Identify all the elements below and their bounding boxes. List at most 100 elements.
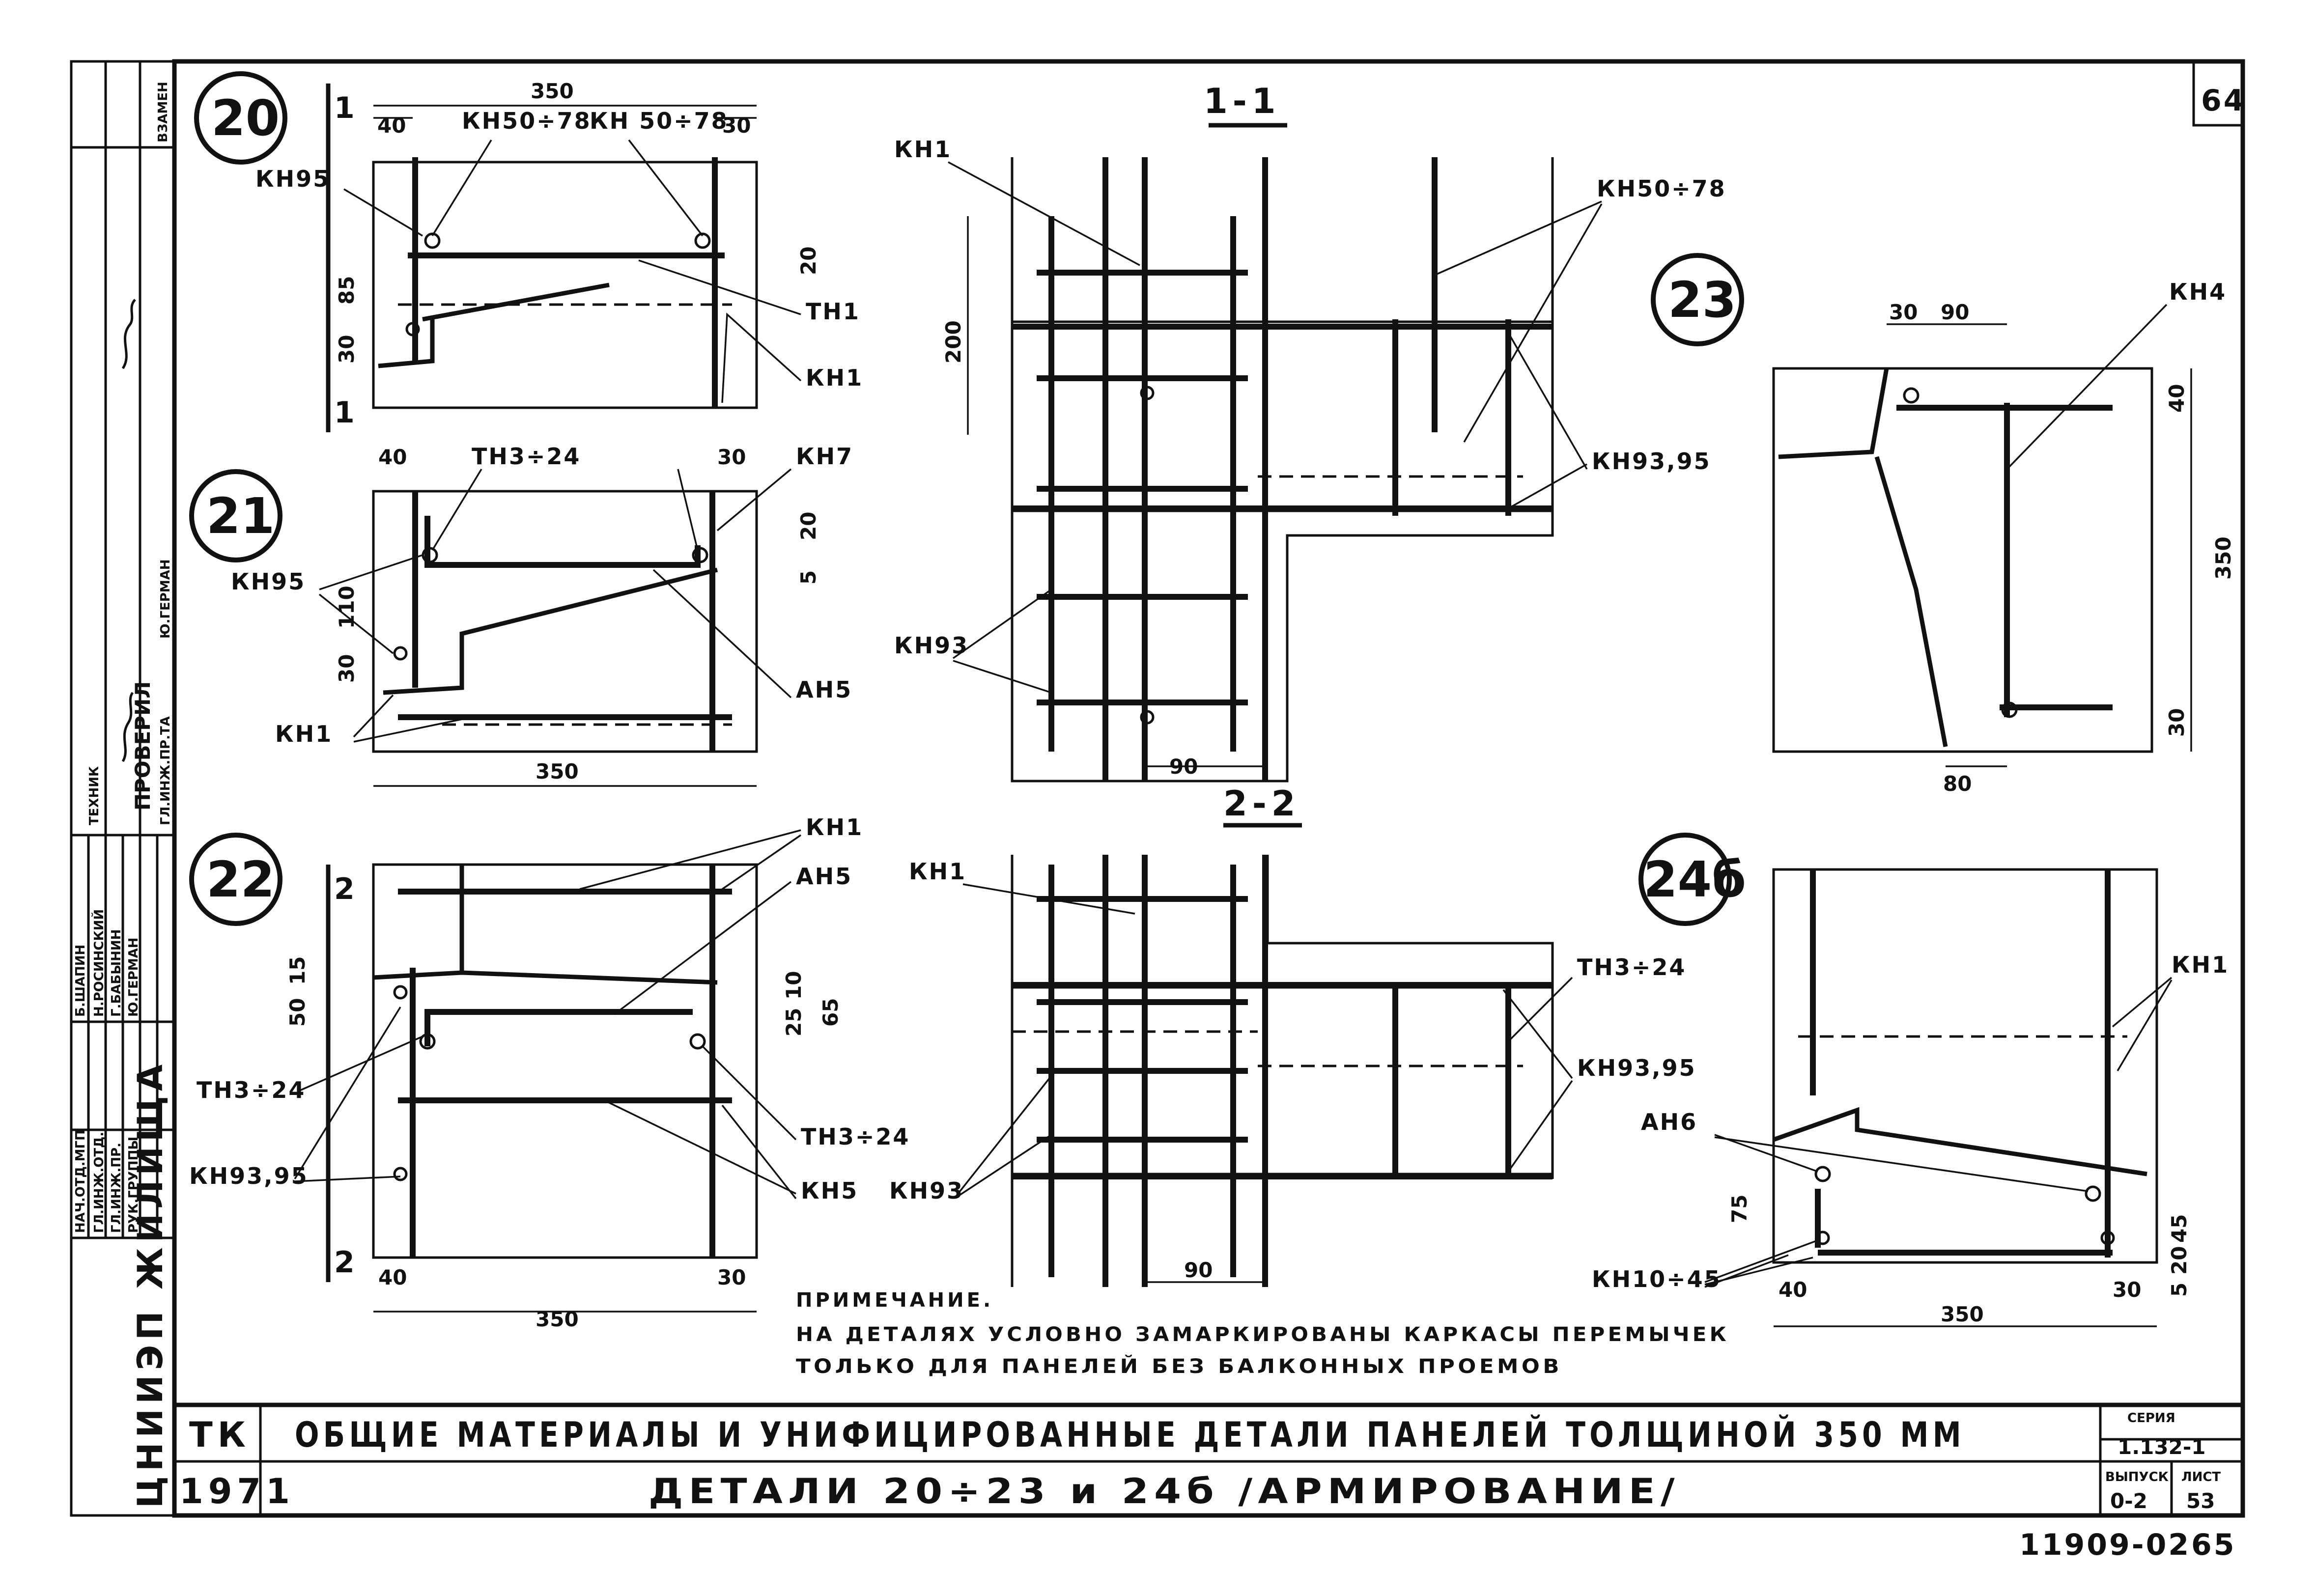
title-sub: ДЕТАЛИ 20÷23 и 24б /АРМИРОВАНИЕ/ [649,1471,1680,1512]
d24-dim-20: 20 [2167,1246,2191,1275]
d24-dim-30: 30 [2113,1278,2141,1302]
detail-23: 23 30 90 40 350 30 80 КН4 [1651,253,2235,796]
stamp-name-2: Н.РОСИНСКИЙ [91,909,107,1017]
d20-label-kn1: КН1 [806,364,863,391]
d22-label-tn3-24-left: ТН3÷24 [197,1077,306,1103]
d20-dim-40: 40 [377,113,406,138]
detail-20-id: 20 [211,89,280,147]
s11-label-kn50-78: КН50÷78 [1597,175,1726,202]
stamp-technik: ТЕХНИК [87,766,102,825]
note-block: ПРИМЕЧАНИЕ. НА ДЕТАЛЯХ УСЛОВНО ЗАМАРКИРО… [796,1289,1729,1378]
org-name: ЦНИИЭП ЖИЛИЩА [130,1060,170,1508]
s22-label-kn1: КН1 [909,858,966,885]
d20-dim-20: 20 [796,247,820,275]
stamp-vzamen: ВЗАМЕН [156,82,170,142]
detail-24b-id: 24б [1643,851,1746,908]
d20-dim-85: 85 [335,276,359,305]
d22-label-an5: АН5 [796,863,852,890]
stamp-name-3: Г.БАБЫНИН [109,929,124,1017]
d22-dim-10: 10 [782,971,806,1000]
d20-dim-30: 30 [722,113,751,138]
d22-dim-15: 15 [285,956,310,985]
detail-22: 22 2 2 15 50 25 10 65 40 30 350 КН1 АН5 … [189,814,910,1331]
d20-dim-350: 350 [531,79,574,103]
d20-dim-30b: 30 [335,335,359,364]
d21-label-an5: АН5 [796,676,852,703]
stamp-check-label: ПРОВЕРИЛ [131,681,155,811]
detail-23-id: 23 [1668,271,1736,329]
stamp-role-3: ГЛ.ИНЖ.ПР. [109,1143,124,1233]
s22-label-kn93-95: КН93,95 [1577,1055,1696,1081]
note-title: ПРИМЕЧАНИЕ. [796,1289,993,1312]
s11-dim-90: 90 [1169,755,1198,779]
d22-dim-30: 30 [717,1265,746,1289]
d21-dim-40: 40 [378,445,407,469]
d23-dim-40: 40 [2165,384,2189,413]
s22-label-tn3-24: ТН3÷24 [1577,954,1686,980]
sheet-border [172,59,2245,1518]
title-year: 1971 [179,1471,295,1512]
detail-20: 20 1 1 350 40 30 85 30 20 КН50÷78 КН 50÷… [194,71,863,432]
stamp-role-1: НАЧ.ОТД.МГП [73,1130,88,1233]
section-2-2: 2-2 90 КН1 ТН3÷24 КН93,95 КН93 [889,784,1696,1287]
s11-label-kn93: КН93 [894,632,969,659]
note-line-2: ТОЛЬКО ДЛЯ ПАНЕЛЕЙ БЕЗ БАЛКОННЫХ ПРОЕМОВ [796,1354,1562,1378]
d21-label-tn3-24: ТН3÷24 [472,443,581,470]
d24-dim-350: 350 [1941,1302,1984,1326]
section-1-1: 1-1 200 90 КН1 КН50÷78 [894,81,1726,783]
detail-23-marker [1651,253,1744,346]
d24-label-kn1: КН1 [2172,952,2229,978]
detail-22-marker [189,833,282,926]
d21-dim-20: 20 [796,512,820,540]
detail-22-section-mark-bottom: 2 [334,1245,357,1280]
d21-dim-5: 5 [796,570,820,585]
d22-dim-40: 40 [378,1265,407,1289]
detail-21-marker [189,469,282,562]
d23-dim-90: 90 [1941,300,1969,324]
d22-dim-350: 350 [536,1307,579,1331]
d21-dim-30: 30 [717,445,746,469]
vypusk-value: 0-2 [2110,1489,2147,1513]
section-2-2-title: 2-2 [1223,784,1300,824]
section-1-1-title: 1-1 [1204,81,1280,121]
d22-dim-50: 50 [285,998,310,1027]
title-tk: ТК [189,1415,251,1455]
seria-label: СЕРИЯ [2127,1411,2175,1426]
stamp-role-4: РУК.ГРУППЫ [126,1137,141,1233]
stamp-name-4: Ю.ГЕРМАН [126,937,141,1017]
note-line-1: НА ДЕТАЛЯХ УСЛОВНО ЗАМАРКИРОВАНЫ КАРКАСЫ… [796,1323,1729,1346]
detail-24b-marker [1638,833,1732,926]
detail-21: 21 40 30 110 30 20 5 350 ТН3÷24 КН7 КН95… [189,443,853,787]
d23-dim-30: 30 [1889,300,1918,324]
bottom-stamp: 11909-02 [2019,1528,2191,1562]
d22-dim-65: 65 [819,998,843,1027]
title-main: ОБЩИЕ МАТЕРИАЛЫ И УНИФИЦИРОВАННЫЕ ДЕТАЛИ… [295,1415,1965,1455]
page-number: 64 [2201,84,2246,118]
d21-dim-350: 350 [536,759,579,784]
s22-label-kn93: КН93 [889,1177,964,1204]
stamp-name-1: Б.ШАПИН [73,945,88,1017]
d24-label-kn10-45: КН10÷45 [1592,1266,1722,1292]
s11-label-kn93-95: КН93,95 [1592,448,1711,475]
d24-dim-75: 75 [1727,1195,1751,1223]
d20-label-kn50-right: КН 50÷78 [590,108,729,134]
detail-21-id: 21 [206,487,275,545]
d22-label-tn3-24-right: ТН3÷24 [801,1123,910,1150]
d24-dim-5: 5 [2167,1283,2191,1297]
vypusk-label: ВЫПУСК [2105,1470,2169,1484]
detail-20-section-mark-bottom: 1 [334,395,357,430]
d23-dim-80: 80 [1943,772,1972,796]
bottom-page: 65 [2191,1528,2236,1562]
d21-label-kn95: КН95 [231,568,306,595]
detail-20-section-mark-top: 1 [334,91,357,125]
side-stamp: ВЗАМЕН ТЕХНИК ПРОВЕРИЛ ГЛ.ИНЖ.ПР.ТА Ю.ГЕ… [70,60,176,1517]
d23-dim-350: 350 [2211,536,2235,580]
list-value: 53 [2186,1489,2215,1513]
detail-22-section-mark-top: 2 [334,872,357,906]
d23-label-kn4: КН4 [2169,279,2227,305]
d21-label-kn7: КН7 [796,443,853,470]
d21-dim-30b: 30 [335,654,359,683]
detail-20-marker [194,71,287,165]
s11-label-kn1: КН1 [894,136,952,163]
